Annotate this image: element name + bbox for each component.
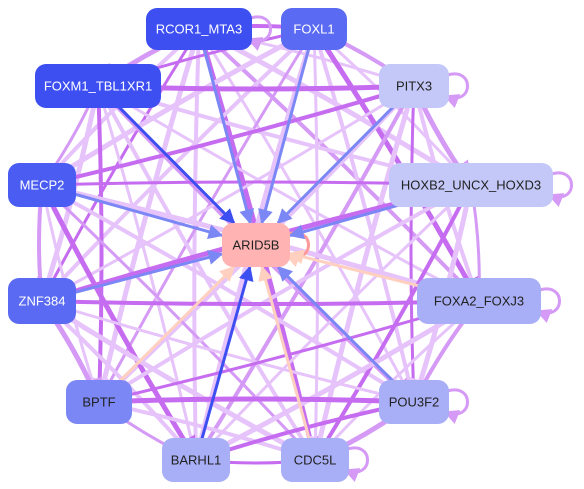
node-label: ZNF384 (19, 294, 66, 309)
edge (96, 388, 417, 414)
edge (40, 291, 481, 312)
node-bptf[interactable]: BPTF (66, 380, 132, 424)
node-mecp2[interactable]: MECP2 (8, 163, 76, 207)
self-loop (246, 15, 272, 51)
node-box (281, 438, 349, 482)
node-label: ARID5B (233, 238, 280, 253)
node-pitx3[interactable]: PITX3 (379, 64, 449, 108)
node-box (8, 163, 76, 207)
node-cdc5l[interactable]: CDC5L (281, 438, 349, 482)
node-box (379, 64, 449, 108)
node-label: HOXB2_UNCX_HOXD3 (401, 178, 541, 193)
edge-to-arid5b (276, 84, 416, 225)
node-label: FOXM1_TBL1XR1 (44, 79, 152, 94)
node-foxl1[interactable]: FOXL1 (281, 8, 347, 50)
node-label: POU3F2 (389, 395, 440, 410)
edge-to-arid5b (277, 265, 416, 404)
node-label: FOXL1 (293, 22, 334, 37)
self-loop (443, 388, 469, 424)
edge-to-arid5b (96, 84, 236, 225)
edge-to-arid5b (197, 28, 255, 225)
node-box (146, 8, 252, 50)
node-box (162, 438, 230, 482)
node-box (281, 8, 347, 50)
node-box (379, 380, 449, 424)
node-box (8, 278, 76, 324)
node-box (222, 223, 290, 267)
node-foxa2-foxj3[interactable]: FOXA2_FOXJ3 (417, 278, 541, 324)
node-label: PITX3 (396, 79, 432, 94)
node-box (417, 278, 541, 324)
node-pou3f2[interactable]: POU3F2 (379, 380, 449, 424)
node-box (66, 380, 132, 424)
node-label: CDC5L (294, 453, 337, 468)
edge (96, 84, 481, 303)
node-rcor1-mta3[interactable]: RCOR1_MTA3 (146, 8, 252, 50)
node-box (389, 163, 553, 207)
edge-to-arid5b (258, 28, 316, 225)
node-label: FOXA2_FOXJ3 (434, 294, 524, 309)
edge-to-arid5b (97, 265, 236, 404)
node-label: BPTF (82, 395, 115, 410)
edge (405, 84, 421, 404)
edge-to-arid5b (258, 265, 317, 461)
node-box (35, 64, 161, 108)
node-foxm1-tbl1xr1[interactable]: FOXM1_TBL1XR1 (35, 64, 161, 108)
node-barhl1[interactable]: BARHL1 (162, 438, 230, 482)
node-hoxb2-uncx-hoxd3[interactable]: HOXB2_UNCX_HOXD3 (389, 163, 553, 207)
self-loop (535, 287, 561, 323)
node-znf384[interactable]: ZNF384 (8, 278, 76, 324)
edge-to-arid5b (194, 265, 254, 461)
node-label: RCOR1_MTA3 (156, 22, 242, 37)
self-loop (343, 446, 369, 482)
edge (197, 27, 416, 404)
self-loop (547, 171, 573, 207)
edge (39, 26, 317, 188)
edge (97, 183, 473, 404)
edge (40, 299, 416, 407)
node-arid5b[interactable]: ARID5B (222, 223, 290, 267)
self-loop (443, 72, 469, 108)
node-label: BARHL1 (171, 453, 222, 468)
edge (40, 84, 416, 303)
node-label: MECP2 (20, 178, 65, 193)
